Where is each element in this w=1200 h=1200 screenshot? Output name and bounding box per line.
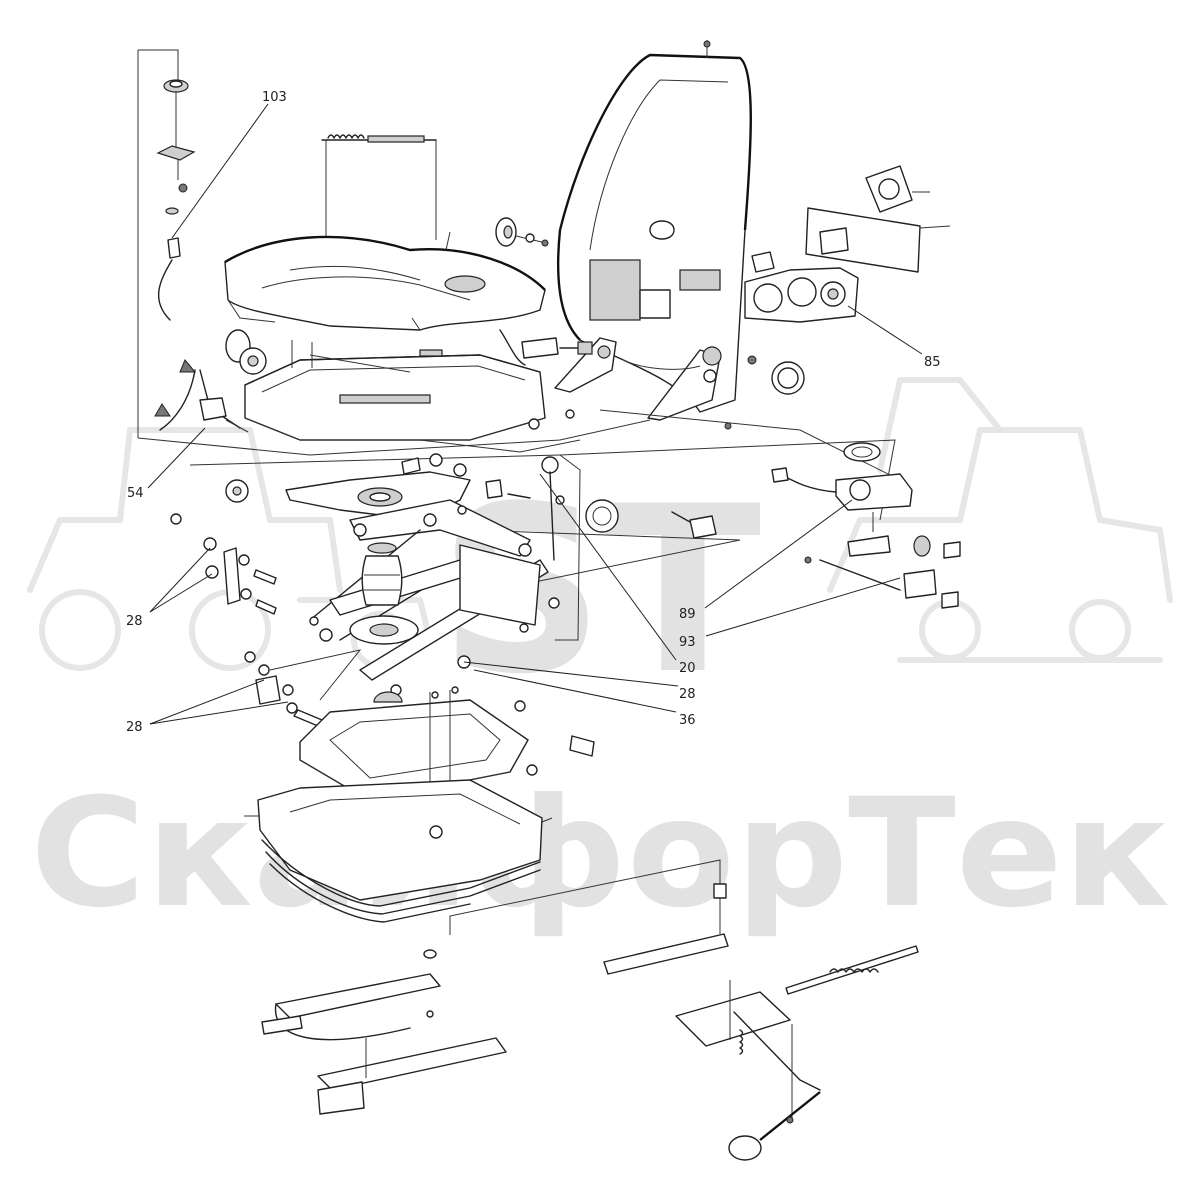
callout-leaders bbox=[147, 103, 923, 725]
scissor-suspension bbox=[285, 471, 549, 681]
watermark-excavator-right bbox=[827, 377, 1173, 663]
wire-harness bbox=[499, 329, 701, 370]
callout-28-center: 28 bbox=[679, 687, 696, 702]
callout-36: 36 bbox=[679, 713, 696, 728]
control-panel-assembly bbox=[724, 165, 951, 430]
bellows-housing bbox=[244, 779, 553, 923]
seat-cushion bbox=[224, 231, 546, 331]
air-spring bbox=[349, 542, 419, 645]
callout-93: 93 bbox=[679, 635, 696, 650]
recline-knob bbox=[495, 217, 549, 247]
backrest bbox=[557, 40, 752, 413]
release-cable bbox=[154, 347, 267, 503]
upper-tension-spring bbox=[321, 134, 437, 240]
adjuster-knob-assembly bbox=[137, 49, 196, 438]
callout-labels: 103 54 28 28 28 85 89 93 20 36 bbox=[126, 90, 941, 735]
backrest-hinge-brackets bbox=[554, 337, 722, 421]
callout-103: 103 bbox=[262, 90, 287, 105]
callout-54: 54 bbox=[127, 486, 144, 501]
callout-28-lower-left: 28 bbox=[126, 720, 143, 735]
seat-slide-rails bbox=[261, 949, 507, 1115]
watermark-brand: СкайфорТек bbox=[30, 767, 1170, 941]
callout-20: 20 bbox=[679, 661, 696, 676]
watermark: ST СкайфорТек bbox=[27, 377, 1173, 941]
callout-85: 85 bbox=[924, 355, 941, 370]
callout-89: 89 bbox=[679, 607, 696, 622]
callout-28-upper-left: 28 bbox=[126, 614, 143, 629]
fore-aft-lever bbox=[449, 859, 919, 1161]
seat-frame bbox=[225, 329, 546, 441]
compressor-and-switches bbox=[771, 442, 961, 609]
